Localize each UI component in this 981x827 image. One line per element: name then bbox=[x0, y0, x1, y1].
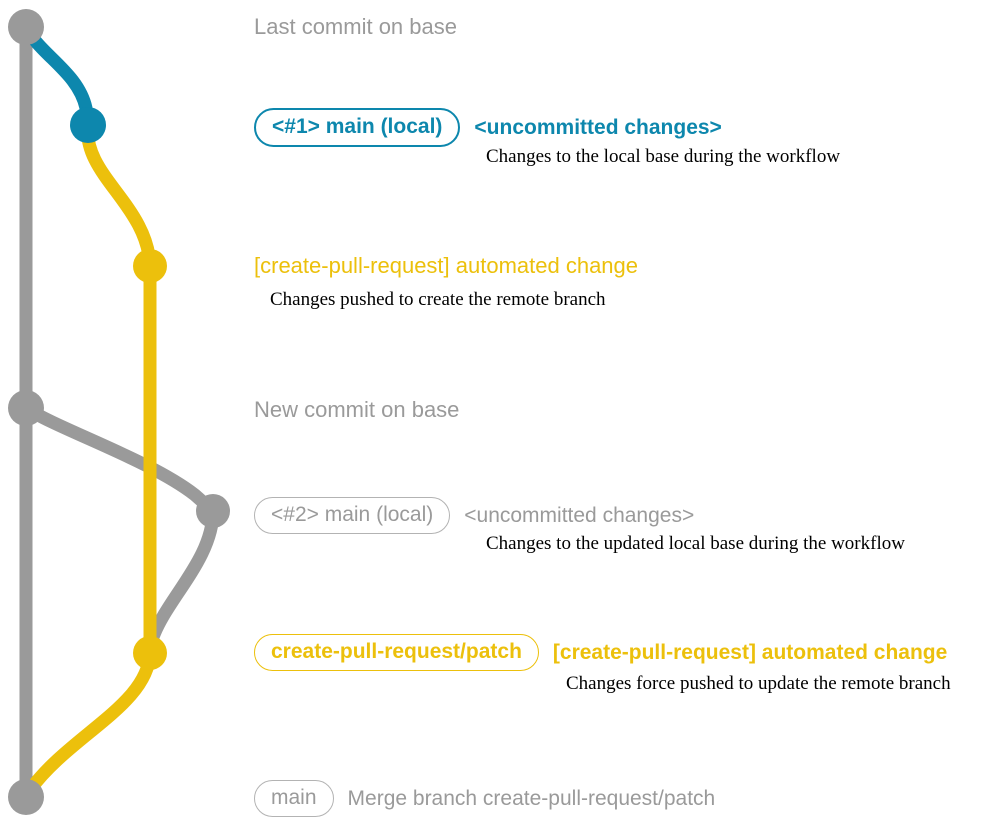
row-last-commit-on-base-subject: Last commit on base bbox=[254, 14, 457, 39]
node-automated-change-2[interactable] bbox=[133, 636, 167, 670]
node-new-commit-on-base[interactable] bbox=[8, 390, 44, 426]
row-automated-change-1-subject: [create-pull-request] automated change bbox=[254, 253, 639, 278]
node-local-main-2[interactable] bbox=[196, 494, 230, 528]
subject-automated-change-2: [create-pull-request] automated change bbox=[552, 641, 948, 664]
subject-local-main-1: <uncommitted changes> bbox=[474, 116, 722, 139]
badge-main[interactable]: main bbox=[254, 780, 334, 817]
node-last-commit-on-base[interactable] bbox=[8, 9, 44, 45]
description-local-main-1: Changes to the local base during the wor… bbox=[486, 146, 841, 167]
graph-nodes bbox=[8, 9, 230, 815]
badge-create-pull-request-patch[interactable]: create-pull-request/patch bbox=[254, 634, 539, 671]
description-automated-change-2: Changes force pushed to update the remot… bbox=[566, 673, 951, 694]
description-automated-change-1: Changes pushed to create the remote bran… bbox=[270, 289, 606, 310]
node-automated-change-1[interactable] bbox=[133, 249, 167, 283]
subject-merge-commit: Merge branch create-pull-request/patch bbox=[347, 787, 716, 810]
node-merge-commit[interactable] bbox=[8, 779, 44, 815]
node-local-main-1[interactable] bbox=[70, 107, 106, 143]
row-local-main-2: <#2> main (local) <uncommitted changes> bbox=[254, 497, 694, 534]
row-local-main-1: <#1> main (local) <uncommitted changes> bbox=[254, 108, 722, 147]
description-local-main-2: Changes to the updated local base during… bbox=[486, 533, 905, 554]
row-new-commit-on-base-subject: New commit on base bbox=[254, 397, 460, 422]
row-merge-commit: main Merge branch create-pull-request/pa… bbox=[254, 780, 715, 817]
edge-base-to-local2 bbox=[19, 401, 220, 518]
subject-local-main-2: <uncommitted changes> bbox=[464, 504, 695, 527]
badge-local-main-2[interactable]: <#2> main (local) bbox=[254, 497, 451, 534]
edge-patch2-to-merge bbox=[23, 646, 157, 797]
row-automated-change-2: create-pull-request/patch [create-pull-r… bbox=[254, 634, 947, 671]
badge-local-main-1[interactable]: <#1> main (local) bbox=[254, 108, 461, 147]
